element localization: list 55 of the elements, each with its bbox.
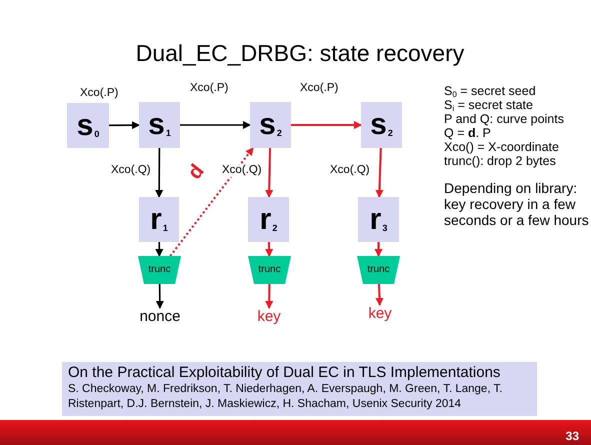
citation-box — [62, 362, 537, 416]
legend-line: trunc(): drop 2 bytes — [444, 154, 557, 168]
citation-title: On the Practical Exploitability of Dual EC in TLS Implementations — [68, 364, 502, 382]
trunc-label: trunc — [258, 265, 281, 275]
state-box — [67, 103, 109, 148]
trunc-trapezoid — [138, 256, 181, 284]
state-box — [358, 197, 399, 242]
legend-line: Q = d. P — [444, 126, 492, 140]
arrow — [374, 242, 382, 257]
legend-line: S$_{0}$ = secret seed — [444, 84, 537, 98]
arrow — [375, 148, 384, 198]
arrow — [156, 284, 164, 309]
edge-label: Xco(.P) — [190, 83, 228, 94]
state-box — [361, 102, 402, 148]
arrow — [375, 284, 384, 306]
state-box — [250, 102, 291, 148]
edge-label: Xco(.P) — [300, 83, 338, 94]
state-label: s$_{2}$ — [370, 110, 393, 140]
edge-label: Xco(.Q) — [111, 165, 151, 176]
trunc-trapezoid — [357, 256, 400, 284]
state-label: r$_{1}$ — [150, 204, 168, 234]
legend-line: S$_{i}$ = secret state — [444, 98, 534, 112]
page-number: 33 — [566, 430, 579, 442]
legend-line: Xco() = X-coordinate — [444, 140, 560, 154]
arrow — [265, 148, 274, 198]
arrow — [169, 147, 254, 257]
arrow — [291, 121, 362, 129]
arrow — [155, 148, 164, 198]
note: Depending on library: key recovery in a few seconds or a few hours — [444, 180, 589, 228]
state-box — [248, 197, 289, 242]
output-label: nonce — [136, 308, 184, 326]
output-label: key — [254, 308, 284, 326]
edge-label: Xco(.P) — [80, 88, 118, 100]
state-label: s$_{2}$ — [259, 110, 282, 140]
arrow — [155, 242, 164, 257]
arrow — [180, 121, 251, 129]
legend-line: P and Q: curve points — [444, 112, 565, 126]
trunc-label: trunc — [367, 265, 390, 275]
trunc-label: trunc — [148, 265, 171, 275]
state-label: r$_{3}$ — [370, 204, 388, 234]
state-label: r$_{2}$ — [260, 204, 278, 234]
state-label: s$_{1}$ — [148, 110, 171, 140]
edge-label: Xco(.Q) — [222, 165, 262, 176]
trunc-trapezoid — [248, 256, 291, 284]
edge-label: Xco(.Q) — [330, 165, 370, 176]
arrow — [265, 284, 274, 309]
state-box — [139, 102, 180, 148]
edge-label: d — [184, 161, 208, 183]
citation-authors: S. Checkoway, M. Fredrikson, T. Niederhagen, A. Everspaugh, M. Green, T. Lange, T. Ristenpart, D.J. Bernstein, J. Maskiewicz, H. Shacham, Usenix Security 2014 — [68, 382, 504, 412]
state-box — [139, 197, 179, 242]
title: Dual_EC_DRBG: state recovery — [134, 39, 466, 68]
arrow — [265, 242, 274, 257]
state-label: s$_{0}$ — [76, 110, 100, 140]
output-label: key — [365, 305, 395, 323]
arrow — [109, 121, 140, 130]
